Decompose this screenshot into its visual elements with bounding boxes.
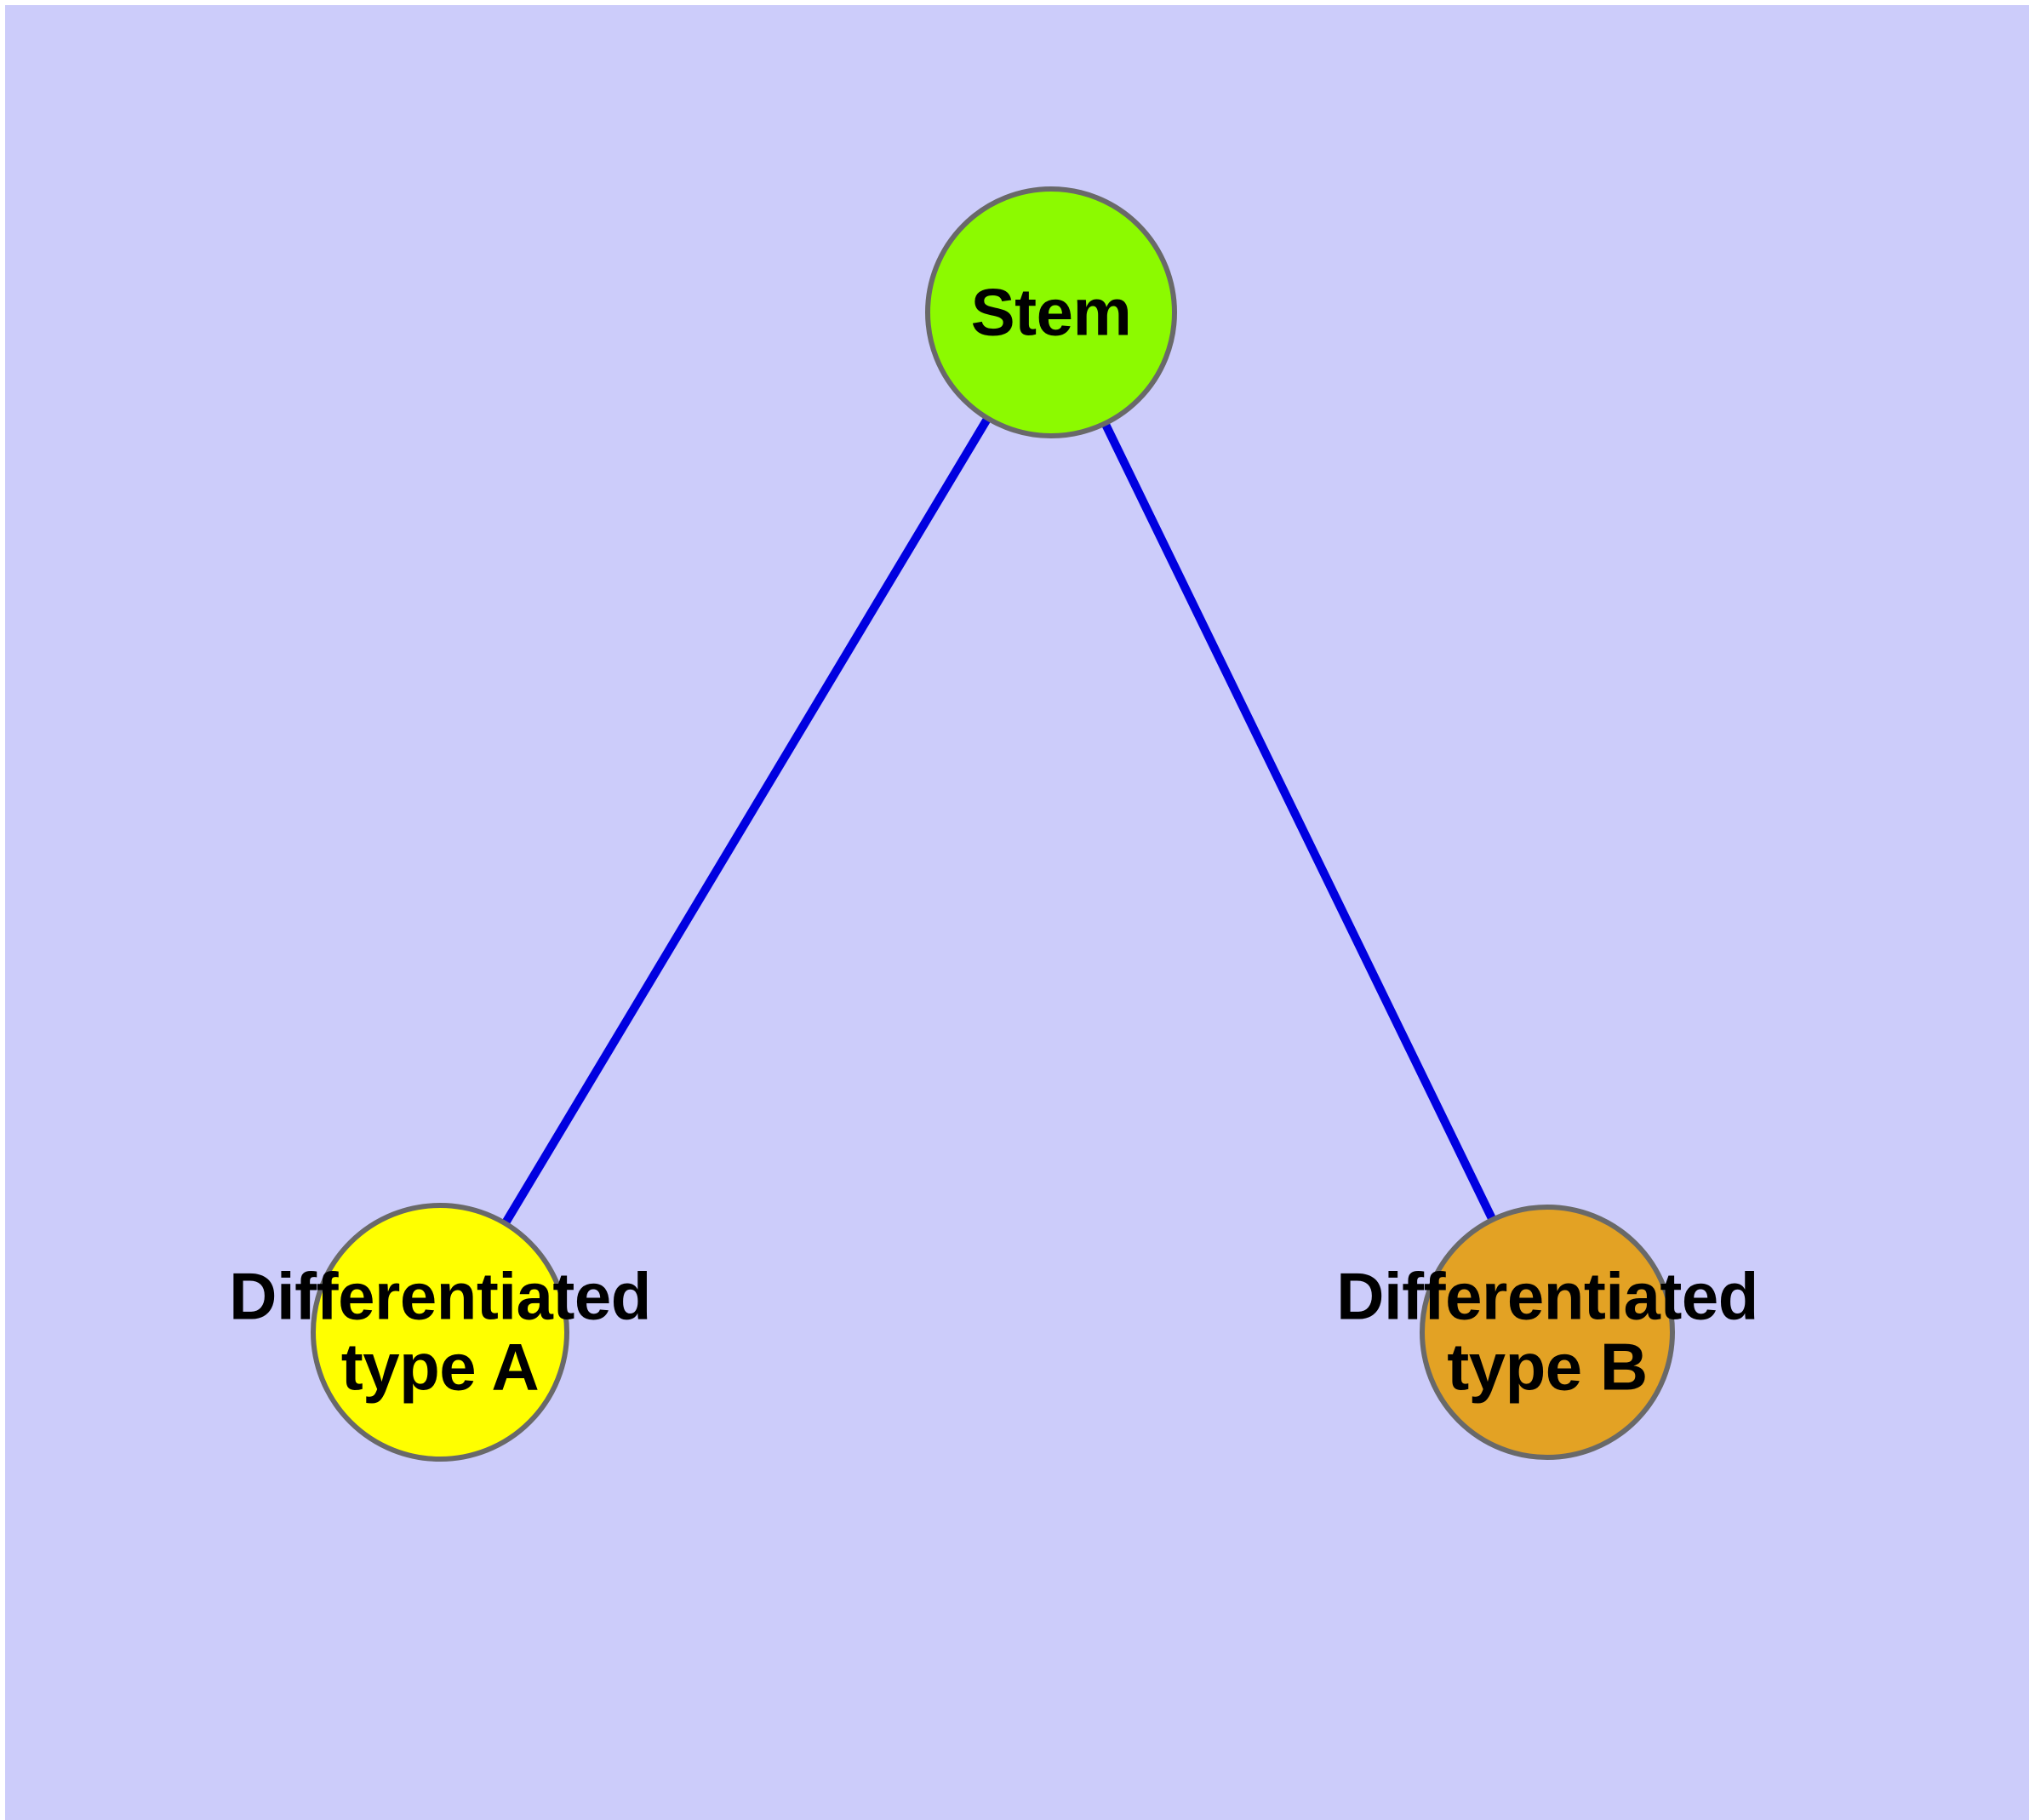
edge-stem-to-differentiated-type-b [1101,422,1496,1222]
node-stem[interactable] [925,186,1177,438]
diagram-plot-area: Stem Differentiated type A Differentiate… [5,5,2029,1820]
edge-stem-to-differentiated-type-a [501,416,992,1225]
node-differentiated-type-b[interactable] [1420,1205,1675,1460]
node-differentiated-type-a[interactable] [311,1203,569,1462]
edge-layer [501,416,1496,1225]
